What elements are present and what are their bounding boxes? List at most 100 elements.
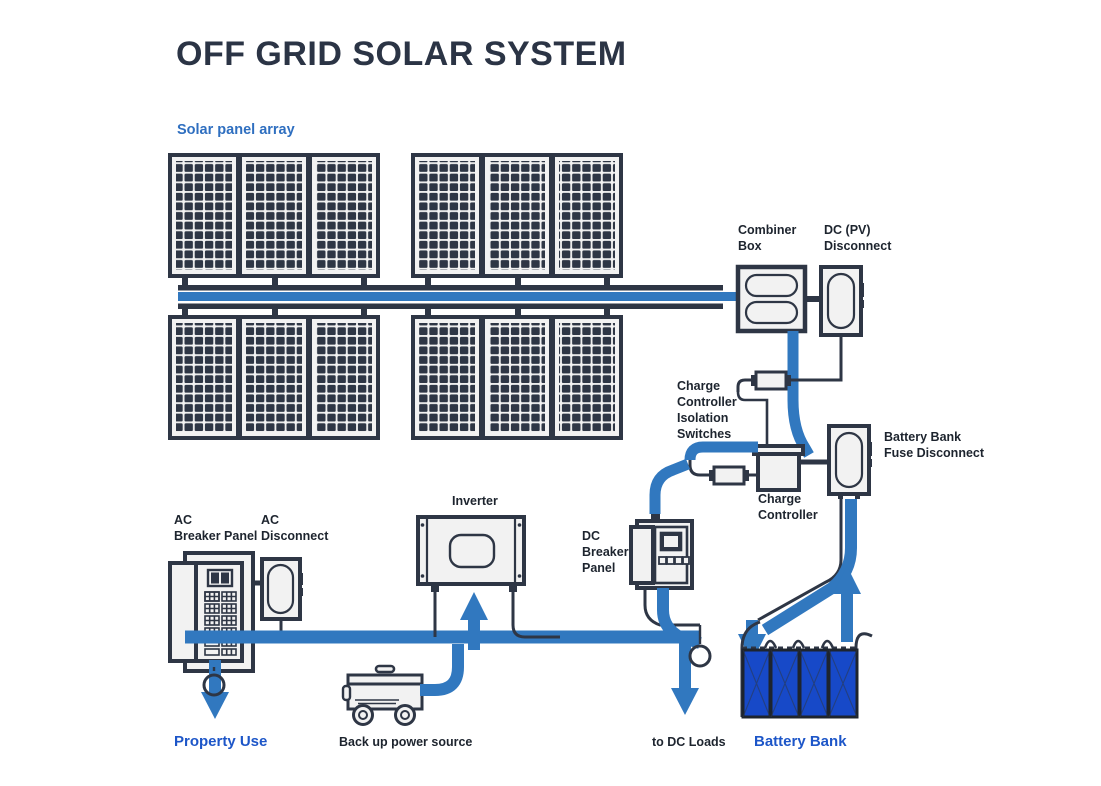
dc-panel-ground-lead (643, 588, 700, 627)
generator-wheel (394, 704, 416, 726)
dc-disconnect-control-line (798, 335, 843, 382)
charge-controller-label-line2: Controller (758, 508, 818, 522)
solar-panel-group-bottom-right[interactable] (411, 315, 623, 440)
isolation-switch-upper[interactable] (751, 370, 791, 391)
generator-side-tank (341, 684, 352, 702)
generator-top-panel (346, 673, 424, 686)
battery-discharge-arrow (833, 566, 861, 594)
solar-panel-array-label: Solar panel array (177, 122, 295, 138)
dc-breaker-panel[interactable]: DC Breaker Panel (582, 514, 694, 590)
cc-isolation-label-line1: Charge (677, 379, 720, 393)
solar-panel[interactable] (238, 315, 310, 440)
dc-ground-ring (688, 644, 712, 668)
cc-isolation-label-line2: Controller (677, 395, 737, 409)
charge-controller-isolation-switches[interactable]: Charge Controller Isolation Switches (677, 370, 798, 486)
inverter-label: Inverter (452, 494, 498, 508)
battery-fuse-body (834, 431, 864, 489)
battery-bank-fuse-disconnect[interactable]: Battery Bank Fuse Disconnect (827, 424, 985, 499)
isolation-switch-upper-downlead (736, 391, 769, 448)
isolation-switch-lower-leftlead (688, 455, 709, 477)
solar-panel-group-top-left[interactable] (168, 153, 380, 278)
ac-panel-ground-ring (202, 673, 226, 697)
ac-disconnect-body (266, 563, 295, 615)
solar-panel-group-bottom-left[interactable] (168, 315, 380, 440)
fuse-to-battery-thin-lead (757, 499, 843, 622)
dc-pv-disconnect-handle[interactable] (859, 283, 864, 297)
dc-pv-disconnect[interactable]: DC (PV) Disconnect (819, 223, 892, 337)
solar-array-bottom-stubs (182, 309, 610, 319)
ac-disconnect-label-line2: Disconnect (261, 529, 329, 543)
breaker-row (204, 648, 237, 656)
dc-loads-arrow-shaft (679, 640, 691, 698)
combiner-output-cable (787, 331, 814, 458)
solar-panel[interactable] (481, 153, 553, 278)
property-use-label: Property Use (174, 733, 267, 750)
solar-panel[interactable] (238, 153, 310, 278)
battery-cells[interactable] (741, 648, 859, 719)
page-title: OFF GRID SOLAR SYSTEM (176, 35, 627, 73)
battery-discharge-arrow-shaft (841, 588, 853, 642)
inverter-lead-right (511, 592, 560, 639)
ac-breaker-panel[interactable]: AC Breaker Panel (168, 513, 257, 673)
combiner-box[interactable]: Combiner Box (735, 223, 808, 334)
generator-to-bus-cable (420, 644, 464, 696)
battery-fuse-handle[interactable] (867, 442, 872, 456)
battery-interconnects (763, 639, 835, 649)
battery-bank[interactable]: Battery Bank (740, 620, 873, 750)
dc-panel-breaker-switches[interactable] (658, 556, 690, 565)
ac-disconnect-handle[interactable] (298, 573, 303, 585)
solar-panel[interactable] (168, 153, 240, 278)
ac-panel-door[interactable] (168, 561, 198, 663)
dc-pv-disconnect-handle-lower (859, 300, 864, 308)
isolation-switch-upper-wire-left (736, 378, 753, 392)
battery-cell[interactable] (741, 648, 772, 719)
combiner-breaker-slot (744, 300, 799, 325)
dc-pv-disconnect-body (826, 272, 856, 330)
cc-isolation-label-line3: Isolation (677, 411, 728, 425)
dc-panel-door[interactable] (629, 525, 655, 585)
solar-panel[interactable] (168, 315, 240, 440)
dc-pv-disconnect-label-line2: Disconnect (824, 239, 892, 253)
dc-breaker-panel-label-line1: DC (582, 529, 600, 543)
battery-cell[interactable] (827, 648, 859, 719)
generator-vents (355, 699, 399, 705)
combiner-box-label-line1: Combiner (738, 223, 796, 237)
battery-cell[interactable] (769, 648, 801, 719)
cc-isolation-label-line4: Switches (677, 427, 731, 441)
ac-breaker-panel-label-line2: Breaker Panel (174, 529, 257, 543)
charge-controller[interactable]: Charge Controller (752, 444, 818, 522)
dc-panel-to-charge-controller-cable (649, 458, 691, 514)
array-to-combiner-cable (715, 285, 738, 309)
generator-wheel (352, 704, 374, 726)
ac-breaker-panel-label-line1: AC (174, 513, 192, 527)
ac-main-breaker[interactable] (206, 568, 234, 588)
solar-panel[interactable] (411, 315, 483, 440)
ac-disconnect[interactable]: AC Disconnect (260, 513, 329, 621)
breaker-row (204, 603, 237, 614)
solar-panel-array[interactable] (168, 153, 720, 440)
dc-breaker-panel-label-line3: Panel (582, 561, 615, 575)
battery-fuse-label-line2: Fuse Disconnect (884, 446, 985, 460)
battery-bank-label: Battery Bank (754, 733, 847, 750)
dc-pv-disconnect-label-line1: DC (PV) (824, 223, 871, 237)
ac-disconnect-label-line1: AC (261, 513, 279, 527)
solar-panel[interactable] (551, 153, 623, 278)
solar-panel-group-top-right[interactable] (411, 153, 623, 278)
generator-handle[interactable] (374, 664, 396, 674)
property-use-arrow (201, 692, 229, 719)
solar-panel[interactable] (481, 315, 553, 440)
inverter-terminal-left (431, 584, 439, 592)
solar-panel[interactable] (411, 153, 483, 278)
solar-panel[interactable] (551, 315, 623, 440)
backup-power-source-label: Back up power source (339, 735, 472, 749)
isolation-switch-lower[interactable] (709, 465, 749, 486)
inverter-input-arrow (460, 592, 488, 620)
solar-panel[interactable] (308, 315, 380, 440)
battery-cell[interactable] (798, 648, 830, 719)
inverter[interactable]: Inverter (416, 494, 526, 592)
solar-panel[interactable] (308, 153, 380, 278)
dc-panel-return-cable (657, 588, 702, 649)
breaker-row (204, 591, 237, 602)
